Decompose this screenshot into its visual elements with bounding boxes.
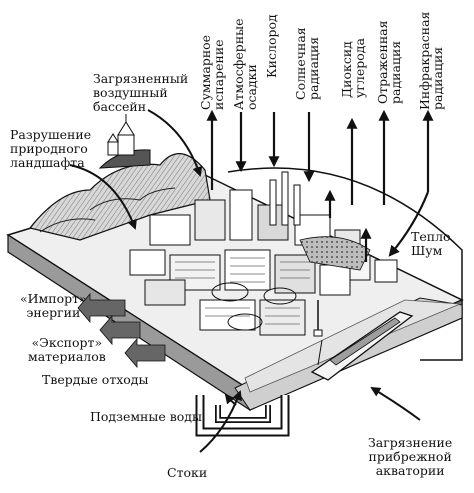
energy-import-label: «Импорт» энергии: [20, 291, 87, 320]
groundwater-pointer: [224, 393, 237, 406]
heat-noise-label: Тепло Шум: [411, 229, 451, 258]
landscape-pointer: [69, 164, 137, 230]
energy-import-arrow: [77, 292, 126, 324]
ship: [310, 311, 414, 381]
oxygen-label: Кислород: [264, 14, 279, 78]
city-buildings: [129, 171, 398, 337]
underground-pipe: [195, 395, 290, 437]
coastal-pollution-label: Загрязнение прибрежной акватории: [368, 435, 453, 478]
infrared-radiation-label: Инфракрасная радиация: [417, 11, 445, 110]
materials-export-label: «Экспорт» материалов: [28, 335, 106, 364]
evaporation-label: Суммарное испарение: [198, 34, 226, 110]
callout-arrows: [69, 109, 421, 453]
atmosphere-flow-arrows: [206, 109, 434, 262]
heat-noise-arrow: [388, 191, 430, 257]
solid-waste-arrow: [124, 337, 166, 369]
air-basin-pointer: [147, 109, 203, 177]
precipitation-label: Атмосферные осадки: [231, 18, 259, 111]
co2-label: Диоксид углерода: [339, 38, 367, 98]
park-area: [299, 236, 371, 271]
sewage-label: Стоки: [167, 465, 208, 480]
left-flow-arrows: [77, 292, 166, 369]
groundwater-label: Подземные воды: [90, 409, 202, 424]
polluted-air-basin-label: Загрязненный воздушный бассейн: [93, 71, 189, 114]
atmosphere-dome: [227, 167, 463, 361]
materials-export-arrow: [99, 314, 141, 346]
sewage-pointer: [199, 390, 242, 453]
church: [107, 114, 135, 156]
landscape-destruction-label: Разрушение природного ландшафта: [10, 127, 92, 170]
coastal-pointer: [370, 386, 421, 421]
solar-radiation-label: Солнечная радиация: [293, 27, 321, 100]
reflected-radiation-label: Отраженная радиация: [375, 20, 403, 104]
solid-waste-label: Твердые отходы: [42, 372, 149, 387]
